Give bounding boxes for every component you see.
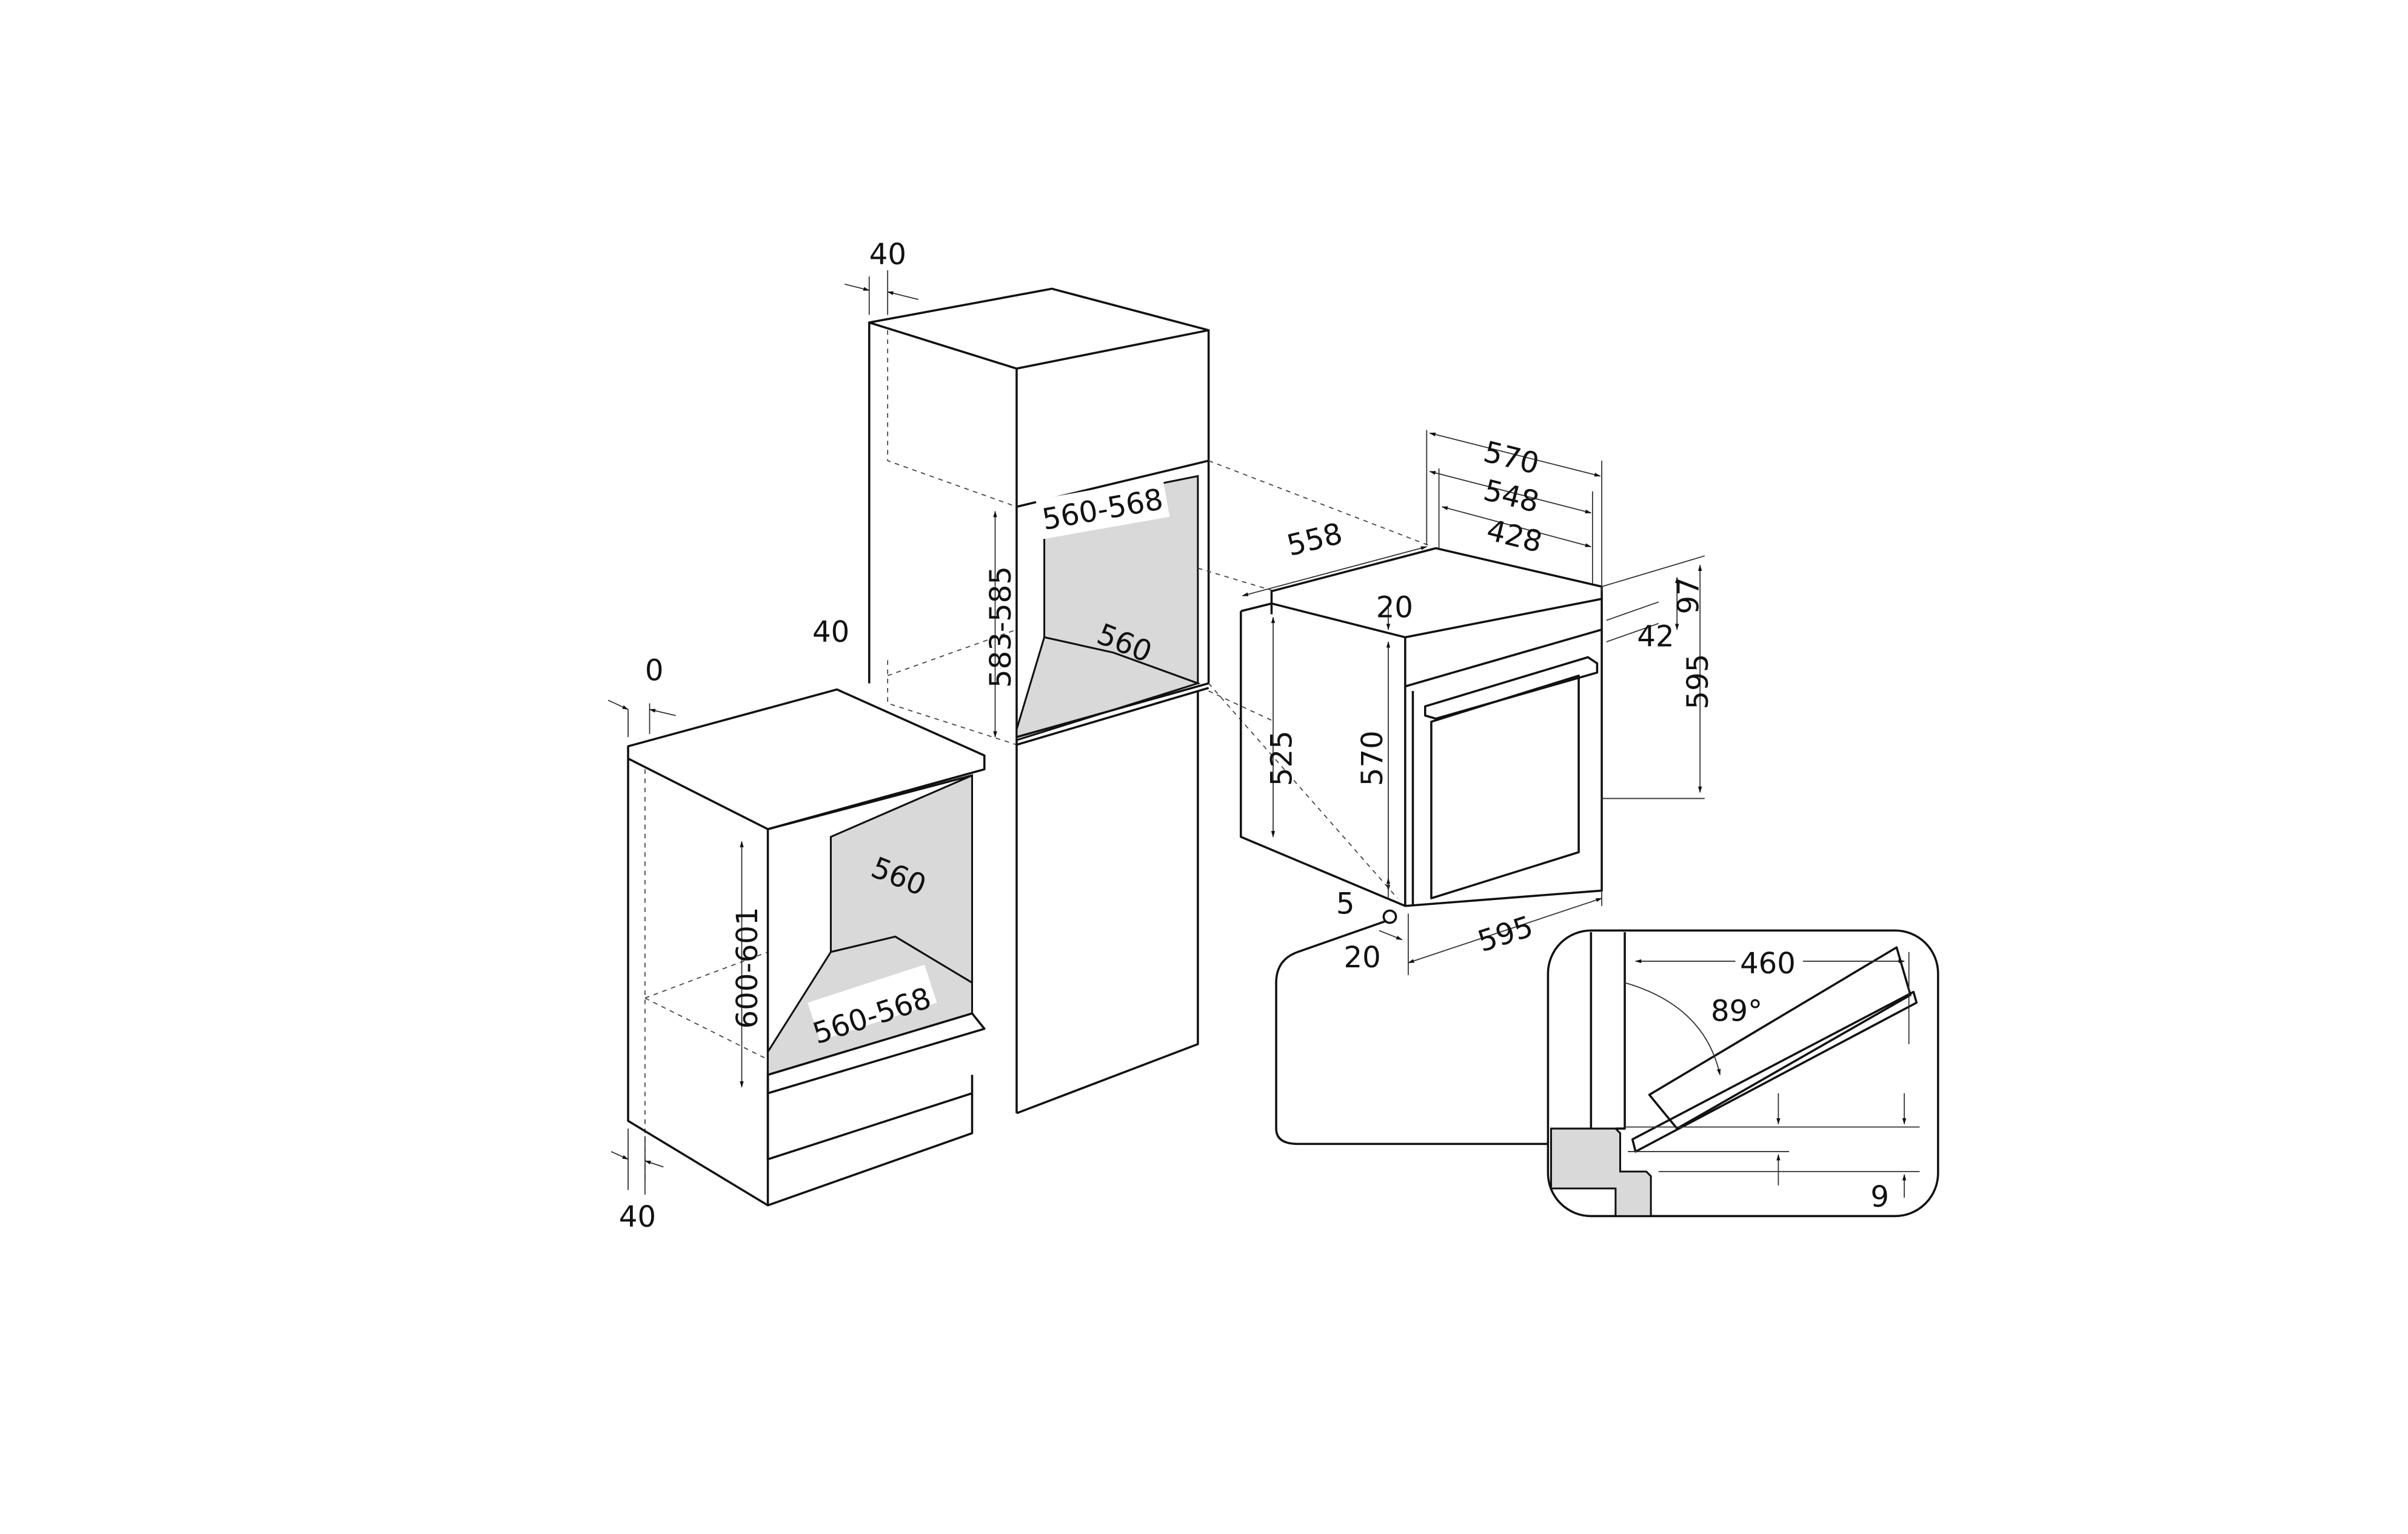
label-base-bottom-gap: 40 <box>619 1200 656 1234</box>
label-base-niche-height: 600-601 <box>731 907 764 1029</box>
label-door-opening-460: 460 <box>1740 947 1796 981</box>
label-oven-handle-42: 42 <box>1637 620 1674 654</box>
label-tall-side-gap: 40 <box>812 615 849 649</box>
label-oven-body-570: 570 <box>1356 730 1390 786</box>
label-oven-428: 428 <box>1483 513 1546 560</box>
label-oven-body-525: 525 <box>1265 730 1299 786</box>
label-tall-top-gap: 40 <box>869 238 906 272</box>
label-oven-width-595: 595 <box>1474 910 1537 959</box>
oven-handle <box>1424 656 1599 720</box>
label-tall-niche-height: 583-585 <box>984 566 1018 688</box>
label-oven-offset-20: 20 <box>1344 941 1381 975</box>
label-oven-panel-97: 97 <box>1672 577 1706 614</box>
tall-niche-floor <box>1015 636 1201 742</box>
oven: 558 570 548 428 20 97 42 595 525 570 5 2… <box>1240 430 1715 975</box>
door-detail-inset: 460 89° 9 <box>1275 920 1939 1218</box>
label-oven-frame-20: 20 <box>1376 591 1413 625</box>
label-door-clearance-9: 9 <box>1870 1180 1889 1214</box>
label-oven-gap-5: 5 <box>1336 887 1355 921</box>
label-base-top-gap: 0 <box>645 653 664 687</box>
base-cabinet: 0 40 600-601 560 560-568 <box>607 653 986 1234</box>
label-oven-height-595: 595 <box>1681 654 1715 710</box>
label-oven-depth-558: 558 <box>1283 516 1346 563</box>
label-door-angle-89: 89° <box>1711 995 1762 1029</box>
